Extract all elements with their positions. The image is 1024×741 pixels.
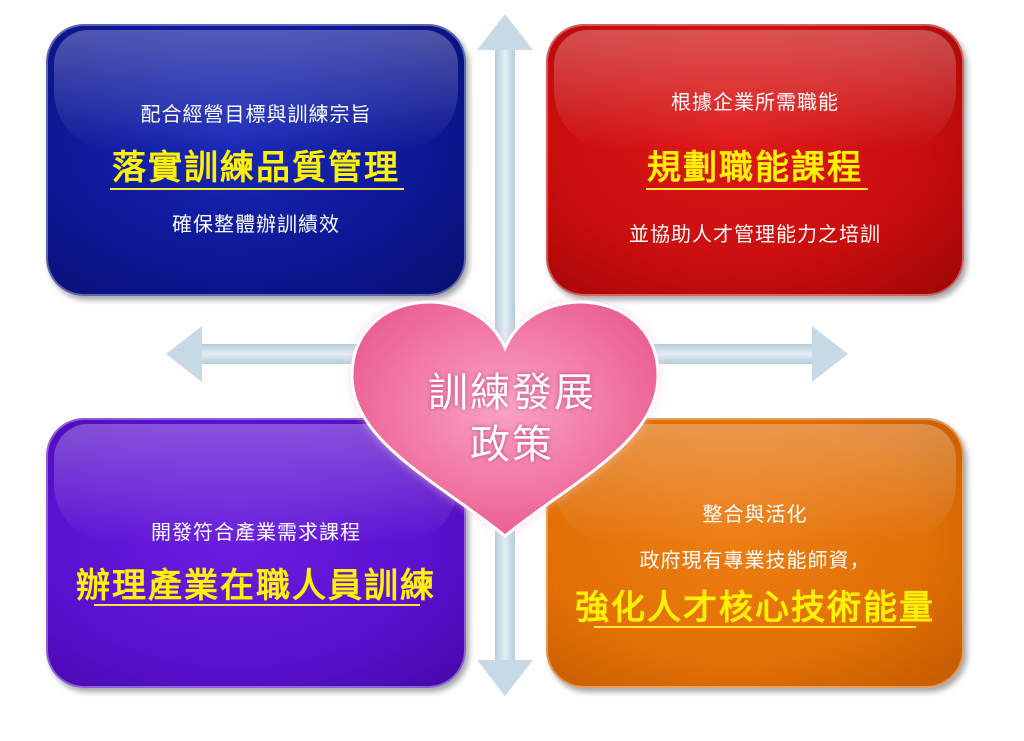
core-technology-line2: 政府現有專業技能師資，: [639, 548, 871, 572]
heart-icon: [350, 300, 660, 538]
industry-training-underline: [94, 604, 420, 606]
quality-management-box: 配合經營目標與訓練宗旨 落實訓練品質管理 確保整體辦訓績效: [46, 24, 466, 296]
core-technology-box: 整合與活化 政府現有專業技能師資， 強化人才核心技術能量: [546, 418, 964, 688]
quality-management-description: 確保整體辦訓績效: [172, 212, 340, 236]
competency-course-subtitle: 根據企業所需職能: [671, 90, 839, 114]
competency-course-box: 根據企業所需職能 規劃職能課程 並協助人才管理能力之培訓: [546, 24, 964, 296]
center-title-line2: 政策: [470, 422, 554, 468]
core-technology-underline: [594, 626, 916, 628]
industry-training-subtitle: 開發符合產業需求課程: [151, 520, 361, 544]
quality-management-title: 落實訓練品質管理: [112, 148, 400, 188]
core-technology-line1: 整合與活化: [702, 502, 808, 526]
competency-course-underline: [646, 188, 868, 190]
core-technology-title: 強化人才核心技術能量: [575, 588, 935, 628]
quality-management-underline: [110, 188, 404, 190]
competency-course-description: 並協助人才管理能力之培訓: [629, 222, 881, 246]
center-title-line1: 訓練發展: [428, 370, 596, 416]
competency-course-title: 規劃職能課程: [647, 148, 863, 188]
quality-management-subtitle: 配合經營目標與訓練宗旨: [140, 102, 372, 126]
industry-training-title: 辦理產業在職人員訓練: [76, 566, 436, 606]
